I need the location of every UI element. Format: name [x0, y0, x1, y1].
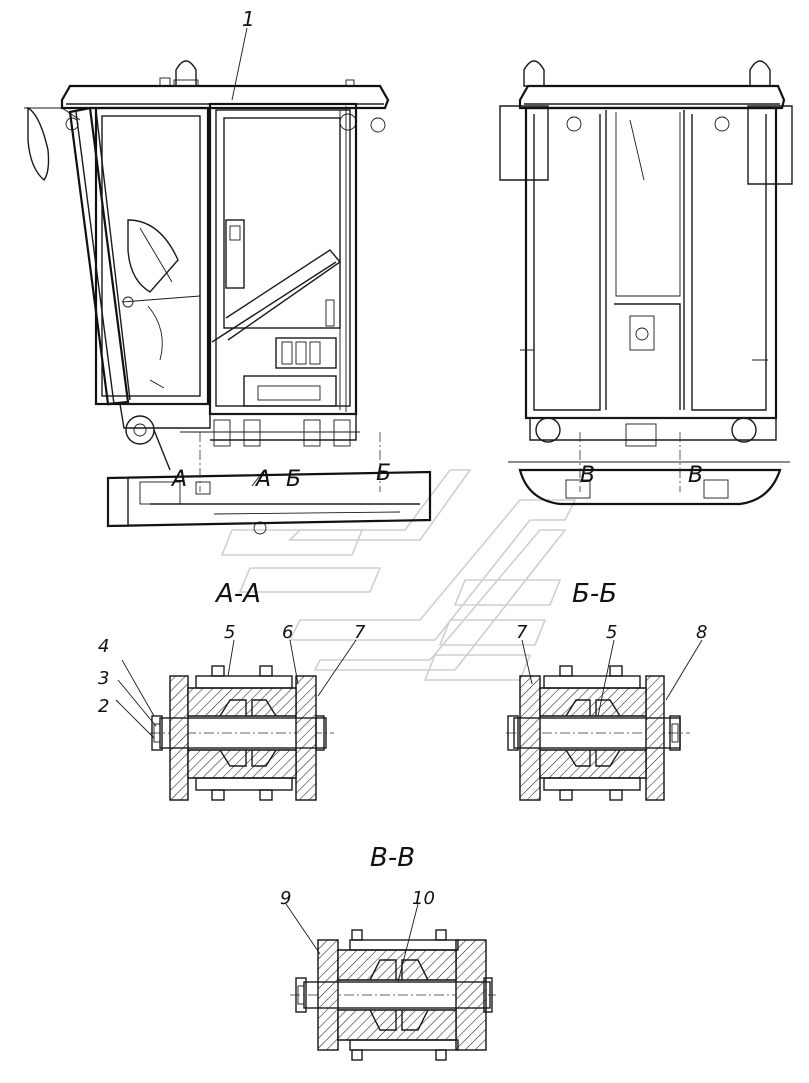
section-title-aa: А-А: [214, 579, 261, 609]
section-title-vv: В-В: [370, 843, 415, 873]
callout-8: 8: [696, 622, 707, 643]
callout-1: 1: [242, 7, 255, 31]
section-mark-v-left: В: [580, 463, 595, 488]
leader-item-1: [231, 27, 248, 101]
callout-5-bb: 5: [606, 622, 617, 643]
section-title-bb: Б-Б: [572, 579, 617, 609]
watermark-logo: [220, 469, 577, 681]
callout-7-bb: 7: [516, 622, 528, 643]
cab-rear-view: [499, 60, 793, 506]
section-bb-drawing: [506, 639, 703, 801]
section-mark-a-left: А: [170, 467, 187, 492]
section-aa-drawing: [115, 639, 357, 801]
callout-6: 6: [282, 622, 293, 643]
callout-2: 2: [98, 696, 109, 717]
callout-3: 3: [98, 668, 109, 689]
section-mark-b-left: Б: [376, 461, 391, 486]
section-vv-drawing: [285, 903, 496, 1061]
callout-4: 4: [98, 636, 109, 657]
callout-7-aa: 7: [354, 622, 366, 643]
section-mark-b-right: Б: [286, 467, 301, 492]
callout-9: 9: [280, 888, 291, 909]
cab-side-view: [24, 60, 432, 535]
callout-10: 10: [412, 888, 435, 909]
callout-5-aa: 5: [224, 622, 235, 643]
section-mark-a-right: А: [254, 467, 271, 492]
section-mark-v-right: В: [688, 463, 703, 488]
